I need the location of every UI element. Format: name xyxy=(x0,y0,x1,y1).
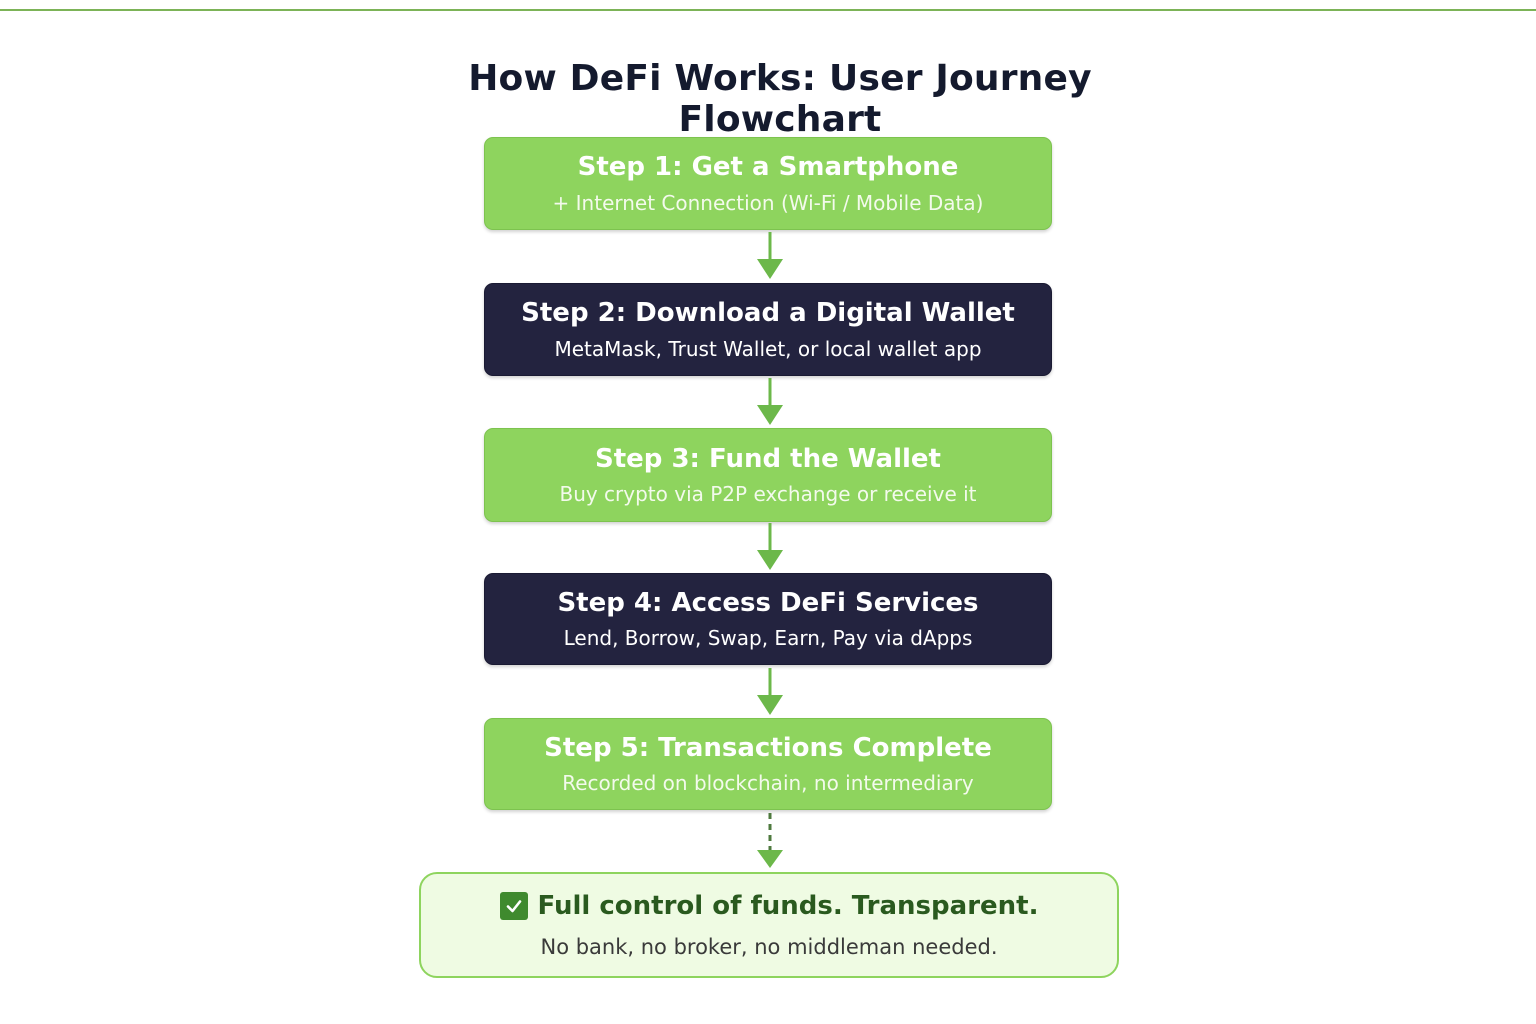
outcome-heading: Full control of funds. Transparent. xyxy=(499,891,1039,921)
step-1-title: Step 1: Get a Smartphone xyxy=(577,152,959,183)
outcome-title: Full control of funds. Transparent. xyxy=(537,891,1039,921)
step-4-subtitle: Lend, Borrow, Swap, Earn, Pay via dApps xyxy=(563,626,973,651)
step-3-box: Step 3: Fund the Wallet Buy crypto via P… xyxy=(484,428,1052,522)
step-2-title: Step 2: Download a Digital Wallet xyxy=(521,298,1015,329)
arrow-down-icon xyxy=(757,523,783,570)
dashed-arrow-down-icon xyxy=(757,813,783,868)
arrow-down-icon xyxy=(757,378,783,425)
step-3-title: Step 3: Fund the Wallet xyxy=(595,443,941,474)
check-box-icon xyxy=(499,892,528,920)
step-1-subtitle: + Internet Connection (Wi-Fi / Mobile Da… xyxy=(552,190,984,215)
step-2-box: Step 2: Download a Digital Wallet MetaMa… xyxy=(484,283,1052,376)
page-title: How DeFi Works: User Journey Flowchart xyxy=(468,58,1092,140)
outcome-subtitle: No bank, no broker, no middleman needed. xyxy=(540,935,998,959)
outcome-box: Full control of funds. Transparent. No b… xyxy=(419,872,1119,978)
step-2-subtitle: MetaMask, Trust Wallet, or local wallet … xyxy=(554,336,982,361)
step-4-box: Step 4: Access DeFi Services Lend, Borro… xyxy=(484,573,1052,665)
step-5-box: Step 5: Transactions Complete Recorded o… xyxy=(484,718,1052,810)
arrow-down-icon xyxy=(757,232,783,279)
top-divider xyxy=(0,9,1536,11)
step-1-box: Step 1: Get a Smartphone + Internet Conn… xyxy=(484,137,1052,230)
arrow-down-icon xyxy=(757,668,783,715)
step-4-title: Step 4: Access DeFi Services xyxy=(557,587,979,618)
step-3-subtitle: Buy crypto via P2P exchange or receive i… xyxy=(559,482,977,507)
step-5-subtitle: Recorded on blockchain, no intermediary xyxy=(562,771,974,796)
step-5-title: Step 5: Transactions Complete xyxy=(544,732,992,763)
